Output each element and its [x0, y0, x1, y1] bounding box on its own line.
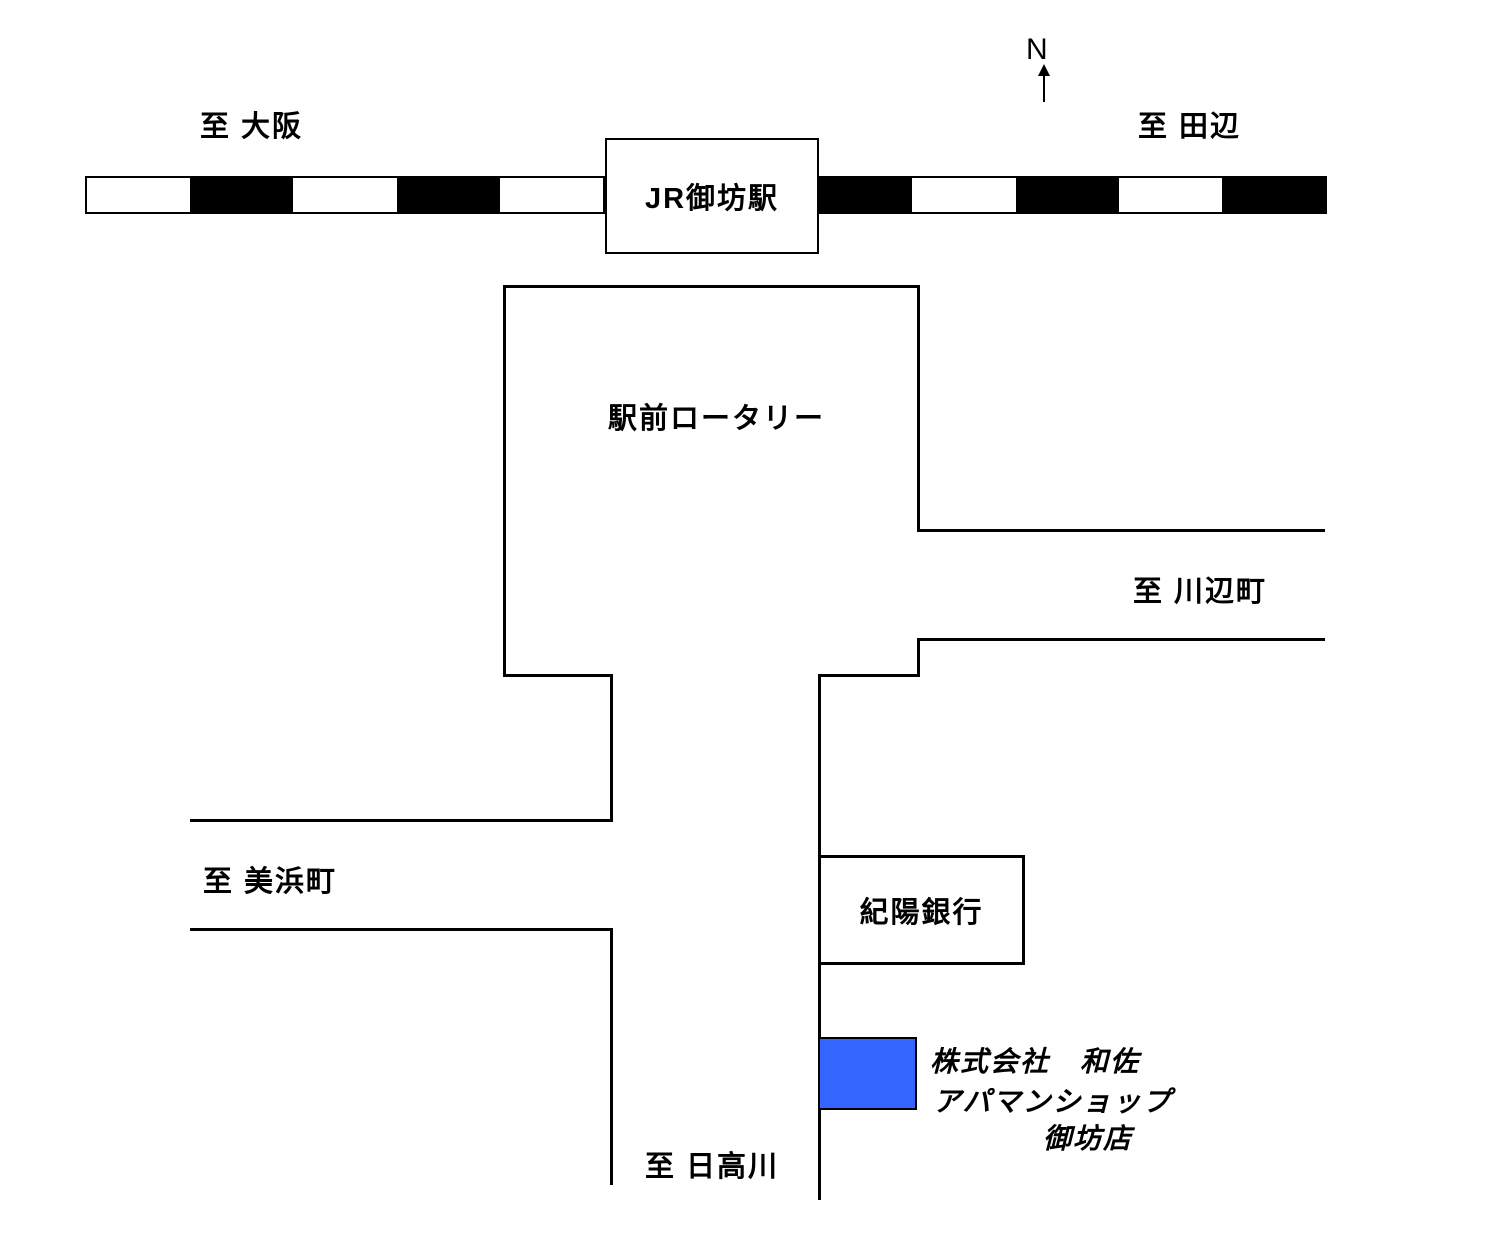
- shop-name-line1: 株式会社 和佐: [930, 1046, 1141, 1077]
- railway-stripe: [293, 178, 397, 212]
- railway-stripe: [912, 178, 1016, 212]
- road-edge-rotary-right: [917, 285, 920, 532]
- label-to-osaka: 至 大阪: [200, 111, 304, 143]
- station-label: JR御坊駅: [644, 183, 780, 215]
- road-edge-kawabe-top: [917, 529, 1325, 532]
- shop-name-line3: 御坊店: [1043, 1123, 1134, 1154]
- road-edge-rotary-top: [503, 285, 920, 288]
- road-edge-jog-horizontal: [818, 674, 920, 677]
- railway-stripe: [1015, 178, 1119, 212]
- railway-stripe: [396, 178, 500, 212]
- road-edge-rotary-left: [503, 285, 506, 677]
- railway-stripe: [190, 178, 294, 212]
- shop-name-line2: アパマンショップ: [933, 1086, 1173, 1117]
- compass-north-label: N: [1026, 33, 1048, 66]
- rotary-label: 駅前ロータリー: [608, 403, 826, 435]
- shop-marker: [818, 1037, 917, 1110]
- railway-stripe: [87, 178, 191, 212]
- railway-stripe: [1221, 178, 1326, 212]
- road-edge-mihama-top: [190, 819, 613, 822]
- label-to-tanabe: 至 田辺: [1138, 111, 1242, 143]
- railway-stripe: [1118, 178, 1222, 212]
- bank-box: 紀陽銀行: [818, 855, 1025, 965]
- road-edge-jog-vertical: [917, 638, 920, 677]
- railway-stripe: [499, 178, 603, 212]
- label-to-hidakagawa: 至 日高川: [645, 1151, 780, 1183]
- railway-stripe: [809, 178, 913, 212]
- station-box: JR御坊駅: [605, 138, 819, 254]
- road-edge-mihama-bottom: [190, 928, 613, 931]
- road-edge-south-left: [610, 928, 613, 1185]
- label-to-kawabe: 至 川辺町: [1133, 576, 1268, 608]
- north-arrow-icon: [1038, 64, 1050, 102]
- road-edge-inner-vertical: [610, 674, 613, 822]
- label-to-mihama: 至 美浜町: [203, 866, 338, 898]
- road-edge-rotary-bottom: [503, 674, 613, 677]
- road-edge-kawabe-bottom: [917, 638, 1325, 641]
- bank-label: 紀陽銀行: [859, 897, 984, 929]
